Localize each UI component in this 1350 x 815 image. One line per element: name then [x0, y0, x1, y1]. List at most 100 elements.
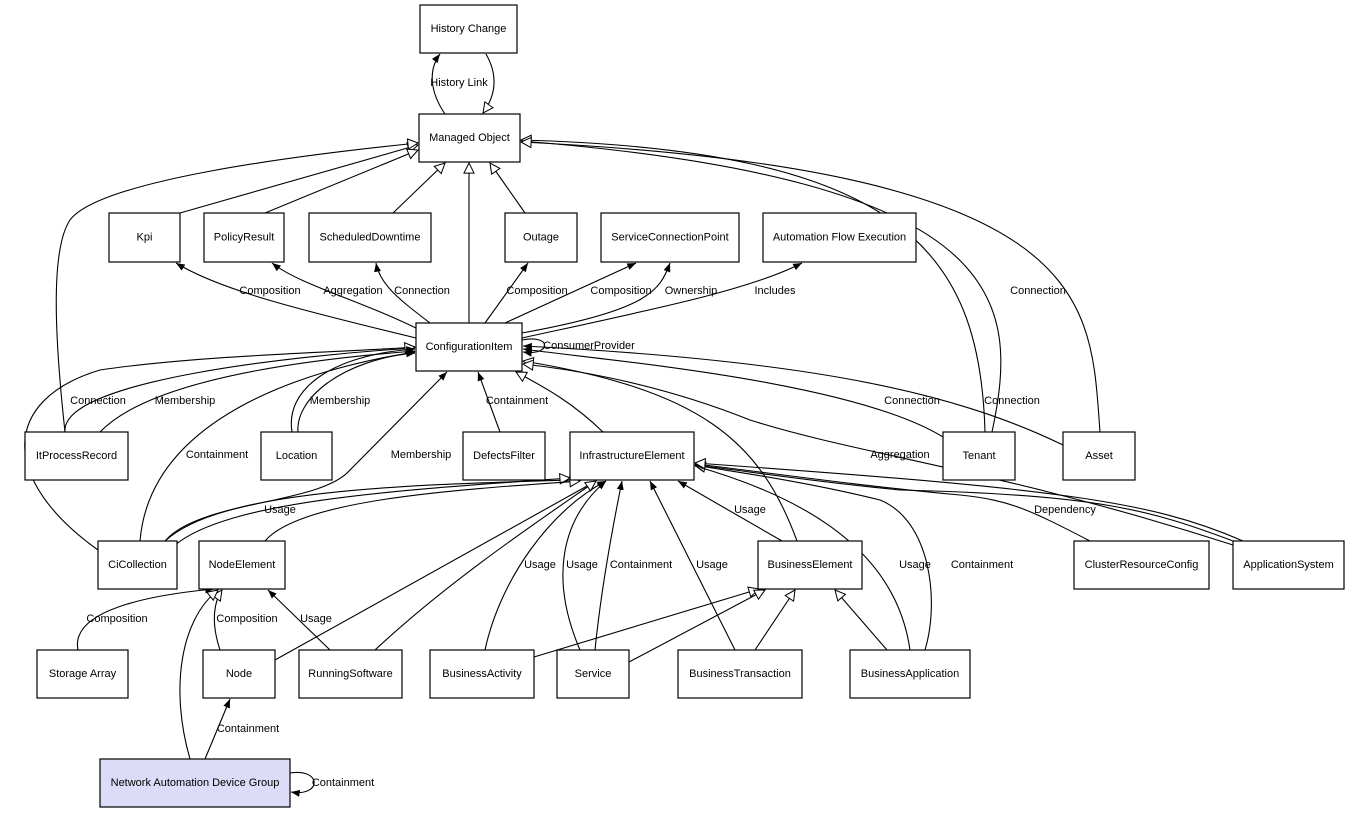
- edge-label: Usage: [264, 504, 296, 516]
- association-edge: [64, 345, 416, 433]
- inheritance-edge: [533, 589, 759, 658]
- association-edge: [267, 589, 331, 651]
- association-edge: [271, 262, 421, 331]
- node-label: Node: [226, 668, 252, 680]
- edge-label: Membership: [155, 395, 216, 407]
- node-box: [762, 212, 917, 263]
- node-label: ApplicationSystem: [1243, 559, 1334, 571]
- node-business-application[interactable]: BusinessApplication: [849, 649, 971, 699]
- node-business-element[interactable]: BusinessElement: [757, 540, 863, 590]
- node-managed-object[interactable]: Managed Object: [418, 113, 521, 163]
- node-box: [849, 649, 971, 699]
- node-node-element[interactable]: NodeElement: [198, 540, 286, 590]
- node-label: Managed Object: [429, 132, 510, 144]
- association-edge: [297, 350, 416, 433]
- node-ci-collection[interactable]: CiCollection: [97, 540, 178, 590]
- association-edge: [290, 346, 416, 433]
- edge-label: Aggregation: [870, 449, 929, 461]
- edge-label: Usage: [734, 504, 766, 516]
- inheritance-edge: [516, 372, 604, 433]
- association-edge: [77, 586, 215, 651]
- node-label: History Change: [431, 23, 507, 35]
- node-business-activity[interactable]: BusinessActivity: [429, 649, 535, 699]
- node-node[interactable]: Node: [202, 649, 276, 699]
- node-box: [24, 431, 129, 481]
- association-edge: [562, 480, 607, 651]
- association-edge: [139, 349, 416, 542]
- node-box: [1062, 431, 1136, 481]
- inheritance-edge: [214, 590, 222, 651]
- inheritance-edge: [374, 481, 596, 651]
- node-tenant[interactable]: Tenant: [942, 431, 1016, 481]
- edge-label: Membership: [310, 395, 371, 407]
- node-box: [419, 4, 518, 54]
- node-storage-array[interactable]: Storage Array: [36, 649, 129, 699]
- edge-label: Connection: [394, 285, 450, 297]
- node-label: CiCollection: [108, 559, 167, 571]
- association-edge: [374, 262, 431, 324]
- node-label: Automation Flow Execution: [773, 231, 906, 243]
- node-service-connection-point[interactable]: ServiceConnectionPoint: [600, 212, 740, 263]
- node-defects-filter[interactable]: DefectsFilter: [462, 431, 546, 481]
- edge-label: Connection: [984, 395, 1040, 407]
- node-configuration-item[interactable]: ConfigurationItem: [415, 322, 523, 372]
- node-label: Asset: [1085, 450, 1113, 462]
- node-label: Kpi: [137, 231, 153, 243]
- inheritance-edge: [695, 463, 1244, 542]
- inheritance-edge: [174, 478, 570, 546]
- node-box: [108, 212, 181, 263]
- node-history-change[interactable]: History Change: [419, 4, 518, 54]
- node-cluster-resource-config[interactable]: ClusterResourceConfig: [1073, 540, 1210, 590]
- node-outage[interactable]: Outage: [504, 212, 578, 263]
- node-label: BusinessTransaction: [689, 668, 791, 680]
- association-edge: [477, 371, 501, 433]
- node-location[interactable]: Location: [260, 431, 333, 481]
- node-scheduled-downtime[interactable]: ScheduledDowntime: [308, 212, 432, 263]
- node-running-software[interactable]: RunningSoftware: [298, 649, 403, 699]
- edge-label: Containment: [217, 723, 279, 735]
- association-edge: [520, 138, 1002, 433]
- node-box: [1073, 540, 1210, 590]
- node-kpi[interactable]: Kpi: [108, 212, 181, 263]
- edge-label: Composition: [239, 285, 300, 297]
- node-box: [198, 540, 286, 590]
- node-it-process-record[interactable]: ItProcessRecord: [24, 431, 129, 481]
- association-edge: [99, 348, 416, 433]
- node-infrastructure-element[interactable]: InfrastructureElement: [569, 431, 695, 481]
- node-box: [308, 212, 432, 263]
- node-box: [504, 212, 578, 263]
- node-box: [429, 649, 535, 699]
- inheritance-edge: [179, 145, 418, 214]
- edge-label: Containment: [186, 449, 248, 461]
- node-label: Location: [276, 450, 318, 462]
- node-business-transaction[interactable]: BusinessTransaction: [677, 649, 803, 699]
- node-label: Network Automation Device Group: [111, 777, 280, 789]
- node-policy-result[interactable]: PolicyResult: [203, 212, 285, 263]
- node-application-system[interactable]: ApplicationSystem: [1232, 540, 1345, 590]
- edge-label: Usage: [524, 559, 556, 571]
- node-box: [415, 322, 523, 372]
- node-asset[interactable]: Asset: [1062, 431, 1136, 481]
- node-label: ConfigurationItem: [426, 341, 513, 353]
- association-edge: [484, 480, 607, 651]
- inheritance-edge: [835, 590, 888, 651]
- node-box: [418, 113, 521, 163]
- edge-label: Includes: [755, 285, 796, 297]
- edge-label: ConsumerProvider: [543, 340, 635, 352]
- association-edge: [164, 476, 571, 542]
- association-edge: [521, 262, 671, 334]
- inheritance-edge: [695, 465, 932, 651]
- edge-label: Ownership: [665, 285, 718, 297]
- node-service[interactable]: Service: [556, 649, 630, 699]
- node-box: [36, 649, 129, 699]
- inheritance-edge: [264, 150, 418, 214]
- node-network-automation-device-group[interactable]: Network Automation Device Group: [99, 758, 291, 808]
- association-edge: [649, 480, 736, 651]
- edge-label: Containment: [610, 559, 672, 571]
- edge-label: Aggregation: [323, 285, 382, 297]
- node-label: DefectsFilter: [473, 450, 535, 462]
- node-box: [556, 649, 630, 699]
- node-box: [298, 649, 403, 699]
- node-automation-flow-execution[interactable]: Automation Flow Execution: [762, 212, 917, 263]
- association-edge: [694, 461, 1091, 542]
